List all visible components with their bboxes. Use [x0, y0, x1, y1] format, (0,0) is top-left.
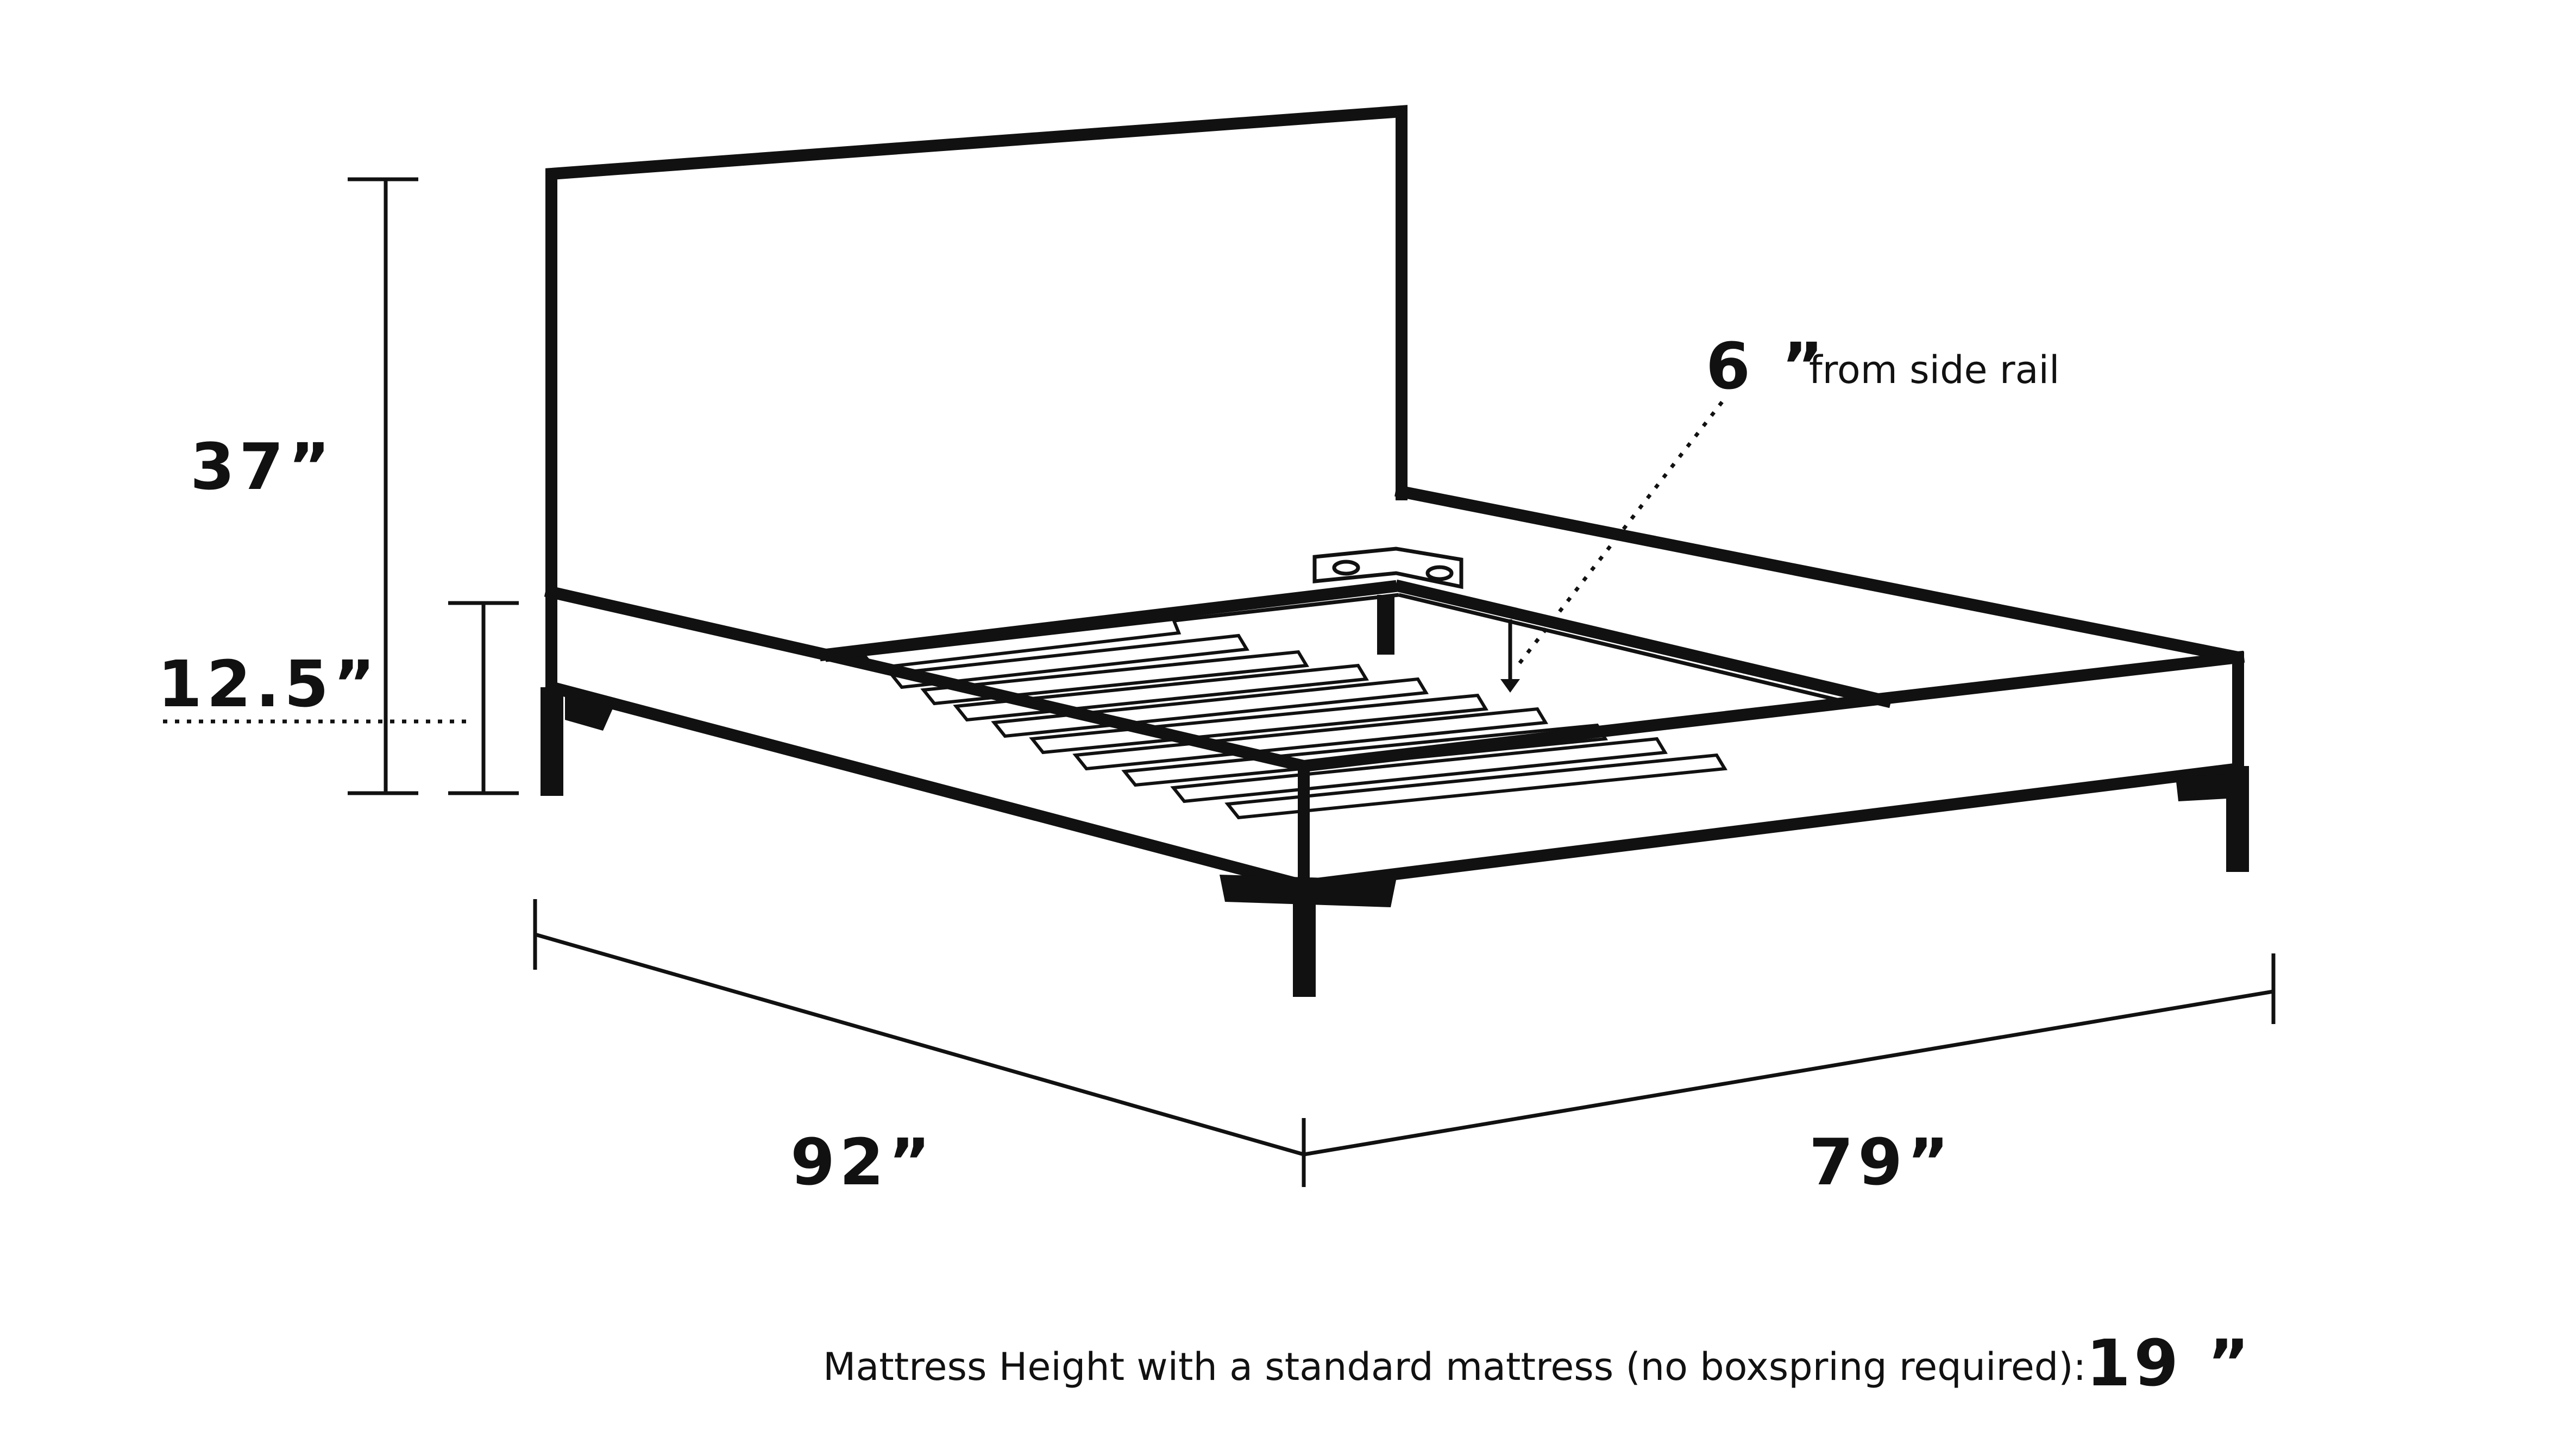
mattress-height-caption: Mattress Height with a standard mattress… [823, 1345, 2086, 1389]
slat-gap-value: 6 ” [1706, 329, 1828, 404]
width-label: 79” [1809, 1125, 1953, 1200]
slat-gap-text: from side rail [1809, 348, 2059, 392]
mounting-bracket [1312, 547, 1463, 589]
bed-legs [541, 687, 2249, 997]
headboard-height-label: 37” [190, 429, 335, 504]
mattress-height-value: 19 ” [2086, 1326, 2253, 1401]
length-dimension [533, 899, 1304, 1157]
bed-frame-drawing [541, 105, 2249, 997]
slat-gap-leader [1514, 400, 1724, 670]
slats [860, 617, 1728, 820]
frame-height-dimension [163, 601, 519, 795]
far-side-rail [1394, 485, 2244, 671]
frame-height-label: 12.5” [158, 646, 380, 721]
headboard-outline [545, 105, 1408, 598]
front-side-rail-top [544, 585, 2245, 773]
headboard-height-dimension [348, 177, 418, 795]
length-label: 92” [790, 1125, 935, 1200]
slat-gap-arrowhead [1500, 679, 1520, 693]
width-dimension [1302, 953, 2276, 1187]
